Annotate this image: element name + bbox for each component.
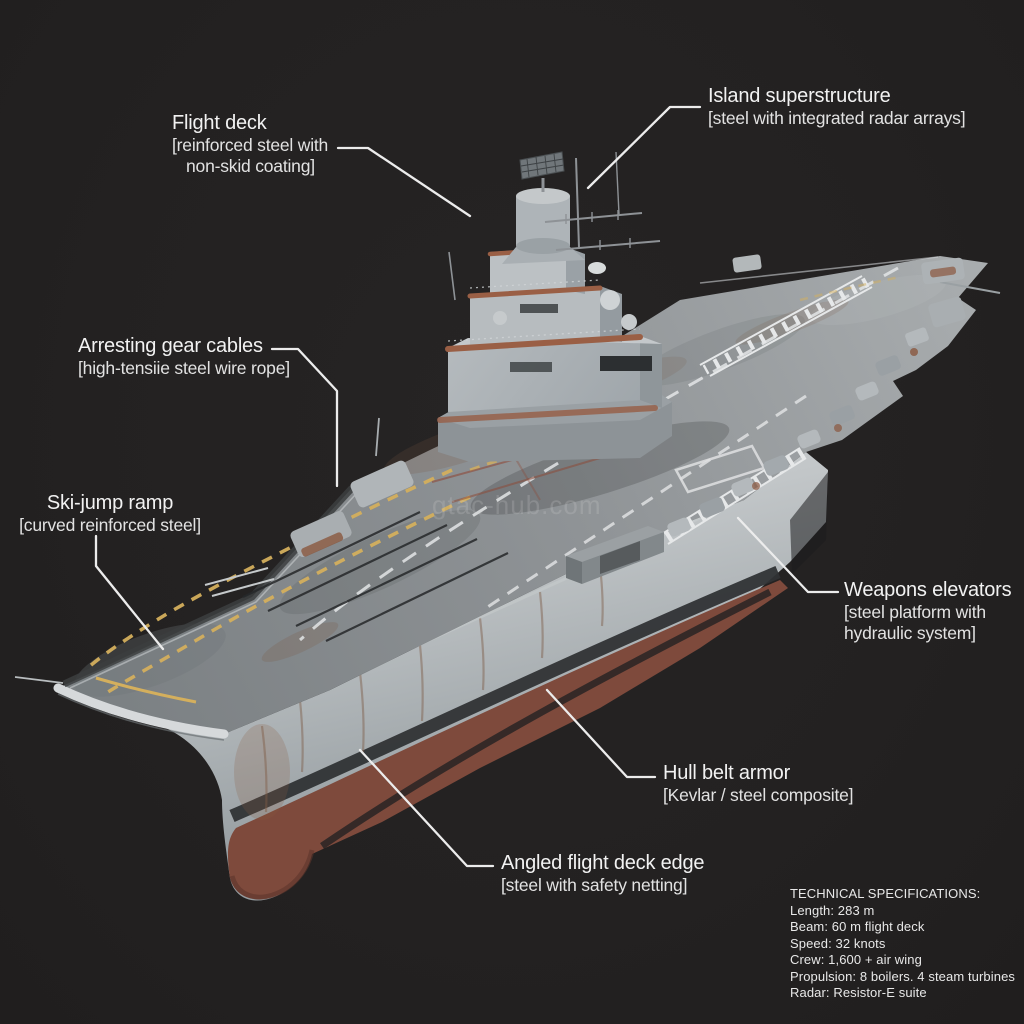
label-hull-belt-title: Hull belt armor xyxy=(663,762,791,784)
label-weapons-material: [steel platform with xyxy=(844,602,986,622)
label-island-title: Island superstructure xyxy=(708,85,891,107)
hull-side xyxy=(58,452,828,901)
radar-panel-icon xyxy=(519,151,565,180)
label-flight-deck-material-2: non-skid coating] xyxy=(186,156,315,176)
label-arresting-material: [high-tensiie steel wire rope] xyxy=(78,358,290,378)
weapons-elevator-platform xyxy=(566,526,664,584)
label-angled-edge-material: [steel with safety netting] xyxy=(501,875,688,895)
starboard-edge-mounts xyxy=(667,296,966,537)
spec-crew: Crew: 1,600 + air wing xyxy=(790,952,922,967)
label-flight-deck-material: [reinforced steel with xyxy=(172,135,329,155)
angled-edge-leader-line xyxy=(358,748,495,868)
radome xyxy=(600,290,620,310)
label-arresting: Arresting gear cables [high-tensiie stee… xyxy=(78,335,290,379)
hull-belt-leader-line xyxy=(545,688,657,779)
label-island: Island superstructure [steel with integr… xyxy=(708,85,966,129)
landing-spot-outline xyxy=(674,444,766,494)
island-superstructure xyxy=(437,151,672,462)
label-weapons-title: Weapons elevators xyxy=(844,579,1012,601)
arresting-leader-line xyxy=(270,347,339,488)
ski-jump-leader-line xyxy=(94,534,165,651)
label-flight-deck-title: Flight deck xyxy=(172,112,267,134)
label-weapons: Weapons elevators [steel platform with h… xyxy=(844,579,1012,644)
spec-beam: Beam: 60 m flight deck xyxy=(790,919,925,934)
gun-sponsons xyxy=(14,417,414,684)
label-hull-belt-material: [Kevlar / steel composite] xyxy=(663,785,854,805)
arresting-cables xyxy=(242,511,509,642)
label-ski-jump-material: [curved reinforced steel] xyxy=(19,515,201,535)
island-leader-line xyxy=(586,105,702,190)
deck-markings xyxy=(88,266,901,704)
stern-fittings xyxy=(732,254,965,285)
weapons-leader-line xyxy=(736,516,840,594)
stern-boom-antenna xyxy=(939,281,1001,294)
spec-speed: Speed: 32 knots xyxy=(790,935,886,951)
leader-lines xyxy=(94,105,840,868)
deck-fittings xyxy=(14,254,966,684)
ski-jump-ramp xyxy=(53,683,229,739)
label-ski-jump: Ski-jump ramp [curved reinforced steel] xyxy=(4,492,216,536)
boot-stripe xyxy=(229,566,781,822)
label-arresting-title: Arresting gear cables xyxy=(78,335,263,357)
bridge-windows xyxy=(600,356,652,371)
technical-specifications: TECHNICAL SPECIFICATIONS: Length: 283 m … xyxy=(790,886,1015,1002)
label-angled-edge-title: Angled flight deck edge xyxy=(501,852,705,874)
label-ski-jump-title: Ski-jump ramp xyxy=(46,492,174,514)
spec-length: Length: 283 m xyxy=(790,902,875,918)
label-hull-belt: Hull belt armor [Kevlar / steel composit… xyxy=(663,762,854,806)
specs-heading: TECHNICAL SPECIFICATIONS: xyxy=(790,886,981,901)
spec-propulsion: Propulsion: 8 boilers. 4 steam turbines xyxy=(790,968,1016,984)
label-weapons-material-2: hydraulic system] xyxy=(844,623,976,643)
spec-radar: Radar: Resistor-E suite xyxy=(790,985,927,1000)
flight-deck-leader-line xyxy=(336,146,472,218)
yellow-deck-lines xyxy=(88,275,901,704)
label-flight-deck: Flight deck [reinforced steel with non-s… xyxy=(172,112,328,177)
watermark: gtac-hub.com xyxy=(432,490,602,520)
label-angled-edge: Angled flight deck edge [steel with safe… xyxy=(501,852,705,896)
radar-mast xyxy=(448,151,661,301)
label-island-material: [steel with integrated radar arrays] xyxy=(708,108,966,128)
flight-deck-surface xyxy=(53,256,1001,741)
